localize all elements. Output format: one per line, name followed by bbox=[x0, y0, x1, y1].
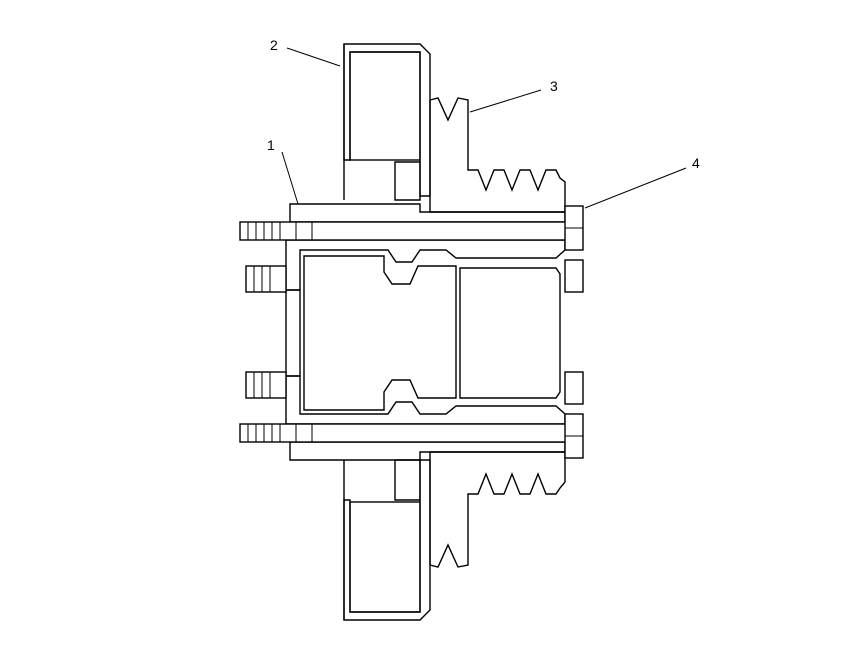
callout-1: 1 bbox=[267, 137, 275, 153]
damper-ring-lower bbox=[343, 459, 431, 621]
callout-4: 4 bbox=[692, 155, 700, 171]
damper-ring-upper bbox=[343, 43, 431, 201]
pulley-upper bbox=[429, 97, 566, 213]
stud-lower bbox=[245, 371, 584, 405]
pulley-lower bbox=[429, 451, 566, 568]
callout-3: 3 bbox=[550, 78, 558, 94]
callout-2: 2 bbox=[270, 37, 278, 53]
stud-upper bbox=[245, 259, 584, 293]
bolt-upper bbox=[239, 205, 584, 251]
hub-flange bbox=[285, 203, 566, 461]
bolt-lower bbox=[239, 413, 584, 459]
leader-lines bbox=[281, 47, 687, 209]
